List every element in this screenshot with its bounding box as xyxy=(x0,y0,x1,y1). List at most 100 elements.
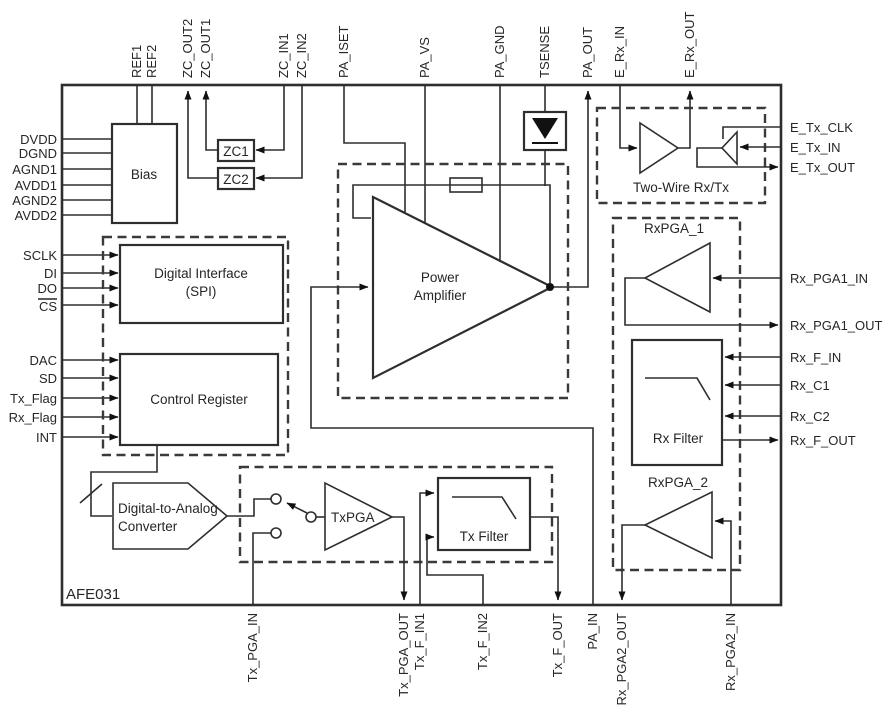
left-pin-wires xyxy=(62,138,119,441)
chip-name-label: AFE031 xyxy=(66,586,120,603)
digital-interface-sublabel: (SPI) xyxy=(186,284,217,299)
control-register-label: Control Register xyxy=(150,392,248,407)
pin-label-txf-in1: Tx_F_IN1 xyxy=(412,613,427,670)
chip-outline xyxy=(60,83,783,607)
rxpga1-amp-icon xyxy=(643,241,711,314)
rx-section-dashed-box xyxy=(611,216,742,572)
pin-label-dgnd: DGND xyxy=(19,146,57,161)
pin-label-rxpga2-out: Rx_PGA2_OUT xyxy=(614,613,629,706)
pin-label-zc-in1: ZC_IN1 xyxy=(276,33,291,78)
pin-label-rxc2: Rx_C2 xyxy=(790,409,830,424)
rxpga2-amp-icon xyxy=(643,490,713,560)
tx-filter-block xyxy=(436,476,532,552)
bias-label: Bias xyxy=(131,167,158,182)
pin-label-txf-out: Tx_F_OUT xyxy=(550,613,565,677)
rxpga1-label: RxPGA_1 xyxy=(644,221,704,236)
pin-label-etx-clk: E_Tx_CLK xyxy=(790,120,853,135)
pin-label-sd: SD xyxy=(39,371,57,386)
bottom-pin-labels: Tx_PGA_IN Tx_PGA_OUT Tx_F_IN1 Tx_F_IN2 T… xyxy=(245,613,738,706)
wire-rxpga2-out xyxy=(618,524,645,601)
pin-label-txpga-in: Tx_PGA_IN xyxy=(245,613,260,682)
wire-etx-out xyxy=(696,147,779,171)
txpga-amp-icon xyxy=(324,481,394,552)
pin-label-e-rx-in: E_Rx_IN xyxy=(612,26,627,78)
pin-label-ref2: REF2 xyxy=(144,45,159,78)
pin-label-rxpga2-in: Rx_PGA2_IN xyxy=(723,613,738,691)
bias-block xyxy=(110,122,179,225)
rx-filter-block xyxy=(630,338,724,467)
pin-label-agnd1: AGND1 xyxy=(12,162,57,177)
etx-amp-icon xyxy=(720,129,738,167)
zc2-label: ZC2 xyxy=(223,172,249,187)
pin-label-avdd2: AVDD2 xyxy=(15,208,57,223)
pin-label-ref1: REF1 xyxy=(129,45,144,78)
resistor-icon xyxy=(449,177,483,193)
pin-label-dvdd: DVDD xyxy=(20,132,57,147)
wire-pa-in xyxy=(310,283,594,605)
power-amplifier-label-line1: Power xyxy=(421,270,460,285)
digital-interface-block xyxy=(118,243,285,325)
erx-amp-icon xyxy=(639,121,680,175)
pin-label-rx-flag: Rx_Flag xyxy=(9,410,57,425)
zc1-label: ZC1 xyxy=(223,144,249,159)
dac-label-line1: Digital-to-Analog xyxy=(118,501,218,516)
pin-label-pa-iset: PA_ISET xyxy=(336,25,351,78)
pin-label-cs: CS xyxy=(39,299,57,314)
pin-label-pa-vs: PA_VS xyxy=(417,37,432,78)
txpga-label: TxPGA xyxy=(331,510,375,525)
wire-txfin1 xyxy=(419,489,435,605)
power-amplifier-label-line2: Amplifier xyxy=(414,288,467,303)
pin-label-rxpga1-in: Rx_PGA1_IN xyxy=(790,271,868,286)
bus-slash-icon xyxy=(79,483,103,504)
pin-label-e-rx-out: E_Rx_OUT xyxy=(682,11,697,78)
wire-txfin2 xyxy=(425,533,484,605)
rxpga2-label: RxPGA_2 xyxy=(648,475,708,490)
digital-section-dashed-box xyxy=(101,235,290,457)
pin-label-zc-out1: ZC_OUT1 xyxy=(198,19,213,78)
pin-label-zc-in2: ZC_IN2 xyxy=(294,33,309,78)
two-wire-section-dashed-box xyxy=(595,106,767,205)
right-pin-labels: E_Tx_CLK E_Tx_IN E_Tx_OUT Rx_PGA1_IN Rx_… xyxy=(790,120,883,448)
top-pin-labels: REF1 REF2 ZC_OUT2 ZC_OUT1 ZC_IN1 ZC_IN2 … xyxy=(129,11,697,78)
tx-filter-label: Tx Filter xyxy=(460,529,509,544)
wire-pa-feedback xyxy=(352,184,551,286)
pin-label-int: INT xyxy=(36,430,57,445)
pin-label-zc-out2: ZC_OUT2 xyxy=(180,19,195,78)
pin-label-etx-in: E_Tx_IN xyxy=(790,140,841,155)
two-wire-label: Two-Wire Rx/Tx xyxy=(633,180,729,195)
pin-label-di: DI xyxy=(44,266,57,281)
tsense-diode-icon xyxy=(522,110,568,152)
dac-label-line2: Converter xyxy=(118,519,178,534)
wire-ctrl-to-dac xyxy=(90,445,158,517)
pin-label-txf-in2: Tx_F_IN2 xyxy=(475,613,490,670)
pin-label-tsense: TSENSE xyxy=(537,26,552,78)
pin-label-rxc1: Rx_C1 xyxy=(790,378,830,393)
pin-label-pa-out: PA_OUT xyxy=(580,27,595,78)
pin-label-rxf-out: Rx_F_OUT xyxy=(790,433,856,448)
zc2-block xyxy=(216,166,256,191)
junction-dot xyxy=(546,283,554,291)
wire-rxpga2-in xyxy=(714,517,732,605)
pin-label-do: DO xyxy=(38,281,58,296)
wire-txfout xyxy=(530,516,562,601)
wire-txpga-out xyxy=(392,516,408,601)
dac-block xyxy=(112,482,229,550)
pin-label-tx-flag: Tx_Flag xyxy=(10,391,57,406)
control-register-block xyxy=(118,352,280,447)
zc1-block xyxy=(216,138,256,163)
pin-label-avdd1: AVDD1 xyxy=(15,178,57,193)
top-pin-wires xyxy=(136,85,694,288)
pin-label-pa-gnd: PA_GND xyxy=(492,26,507,79)
wire-etx-clk xyxy=(722,126,781,139)
pin-label-etx-out: E_Tx_OUT xyxy=(790,160,855,175)
pin-label-txpga-out: Tx_PGA_OUT xyxy=(396,613,411,697)
pin-label-rxpga1-out: Rx_PGA1_OUT xyxy=(790,318,883,333)
pin-label-agnd2: AGND2 xyxy=(12,193,57,208)
pin-label-dac: DAC xyxy=(30,353,57,368)
wire-rxpga1-out xyxy=(624,277,779,329)
digital-interface-label: Digital Interface xyxy=(154,266,248,281)
pin-label-pa-in: PA_IN xyxy=(585,613,600,650)
lowpass-curve-icon xyxy=(452,496,517,520)
